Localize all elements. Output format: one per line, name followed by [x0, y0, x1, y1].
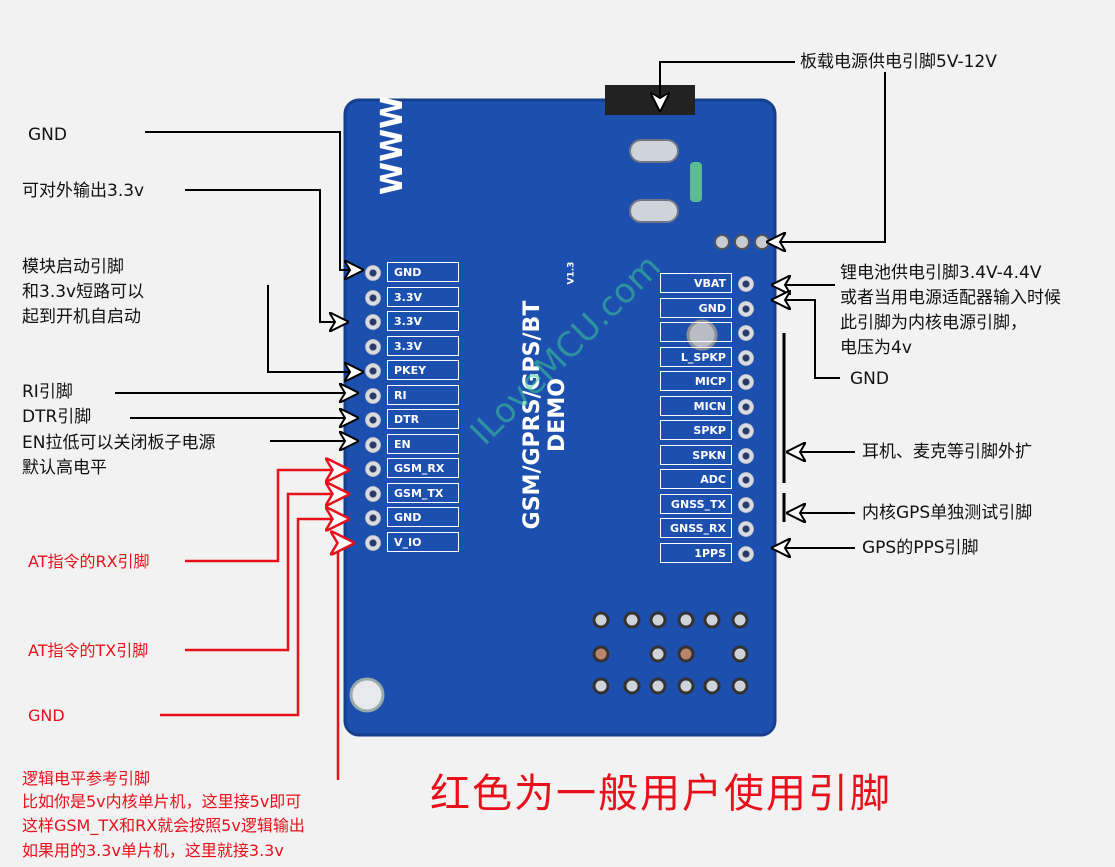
pcb-board: [345, 100, 775, 735]
right-pin-label: 1PPS: [660, 542, 732, 563]
label-vio-3: 这样GSM_TX和RX就会按照5v逻辑输出: [22, 816, 305, 835]
label-vbat-1: 锂电池供电引脚3.4V-4.4V: [840, 263, 1042, 283]
right-pin-label: L_SPKP: [660, 346, 732, 367]
label-vbat-4: 电压为4v: [840, 338, 912, 358]
pin-hole-icon: [738, 545, 754, 562]
board-version: V1.3: [566, 261, 577, 285]
left-pin-label: GND: [387, 262, 459, 282]
pin-hole-icon: [365, 461, 381, 477]
label-dtr: DTR引脚: [22, 407, 92, 427]
label-at-tx: AT指令的TX引脚: [28, 641, 149, 660]
pin-hole-icon: [738, 423, 754, 439]
label-en-1: EN拉低可以关闭板子电源: [22, 433, 216, 453]
label-gnss-test: 内核GPS单独测试引脚: [862, 503, 1033, 523]
bottom-pad-grid: [592, 611, 749, 695]
label-pkey-1: 模块启动引脚: [22, 257, 124, 277]
left-pin-label: PKEY: [387, 360, 459, 380]
left-pin-label: 3.3V: [387, 335, 459, 356]
pin-hole-icon: [365, 436, 381, 453]
right-pin-label: MICP: [660, 371, 732, 391]
dc-jack: [605, 85, 695, 115]
left-pin-label: DTR: [387, 409, 459, 429]
pin-hole-icon: [365, 485, 381, 502]
label-en-2: 默认高电平: [22, 458, 107, 478]
label-pps: GPS的PPS引脚: [862, 538, 979, 558]
pin-hole-icon: [738, 447, 754, 464]
pin-hole-icon: [738, 276, 754, 292]
pin-hole-icon: [365, 510, 381, 526]
footer-note: 红色为一般用户使用引脚: [430, 771, 892, 817]
left-pin-label: 3.3V: [387, 286, 459, 307]
label-3v3-out: 可对外输出3.3v: [22, 181, 145, 201]
label-vio-2: 比如你是5v内核单片机，这里接5v即可: [22, 792, 302, 811]
right-pin-label: GNSS_TX: [660, 493, 732, 514]
label-pkey-3: 起到开机自启动: [22, 307, 141, 327]
pin-hole-icon: [738, 374, 754, 390]
left-pin-label: RI: [387, 384, 459, 405]
label-at-rx: AT指令的RX引脚: [28, 552, 150, 571]
label-gnd-top: GND: [28, 125, 67, 145]
right-pin-label: GNSS_RX: [660, 518, 732, 538]
left-pin-label: V_IO: [387, 531, 459, 552]
right-pin-label: GND: [660, 297, 732, 318]
label-audio: 耳机、麦克等引脚外扩: [862, 442, 1032, 462]
right-pin-label: [660, 322, 732, 342]
label-vio-4: 如果用的3.3v单片机，这里就接3.3v: [22, 841, 284, 860]
label-vio-1: 逻辑电平参考引脚: [22, 769, 151, 788]
pin-hole-icon: [738, 349, 754, 366]
pin-hole-icon: [738, 496, 754, 513]
pin-hole-icon: [365, 289, 381, 306]
pin-hole-icon: [365, 338, 381, 355]
pin-hole-icon: [738, 398, 754, 415]
label-gnd-red: GND: [28, 706, 65, 725]
board-logo: WWW: [375, 96, 505, 195]
left-pin-label: EN: [387, 433, 459, 454]
label-pkey-2: 和3.3v短路可以: [22, 282, 145, 302]
label-vbat-2: 或者当用电源适配器输入时候: [840, 288, 1061, 308]
right-pin-label: VBAT: [660, 273, 732, 293]
pin-hole-icon: [738, 521, 754, 537]
right-pin-label: ADC: [660, 469, 732, 489]
left-pin-label: 3.3V: [387, 311, 459, 331]
pin-hole-icon: [738, 300, 754, 317]
right-pin-label: SPKN: [660, 444, 732, 465]
pin-hole-icon: [365, 534, 381, 551]
label-gnd-right: GND: [850, 369, 889, 389]
pin-hole-icon: [365, 265, 381, 281]
pin-hole-icon: [365, 314, 381, 330]
pin-hole-icon: [365, 387, 381, 404]
pin-hole-icon: [738, 472, 754, 488]
pin-hole-icon: [365, 412, 381, 428]
pin-hole-icon: [365, 363, 381, 379]
left-pin-label: GND: [387, 507, 459, 527]
left-pin-label: GSM_TX: [387, 482, 459, 503]
label-ri: RI引脚: [22, 382, 73, 402]
right-pin-label: SPKP: [660, 420, 732, 440]
left-pin-label: GSM_RX: [387, 458, 459, 478]
pin-hole-icon: [738, 325, 754, 341]
label-power-input: 板载电源供电引脚5V-12V: [800, 52, 997, 72]
label-vbat-3: 此引脚为内核电源引脚，: [840, 313, 1027, 333]
right-pin-label: MICN: [660, 395, 732, 416]
